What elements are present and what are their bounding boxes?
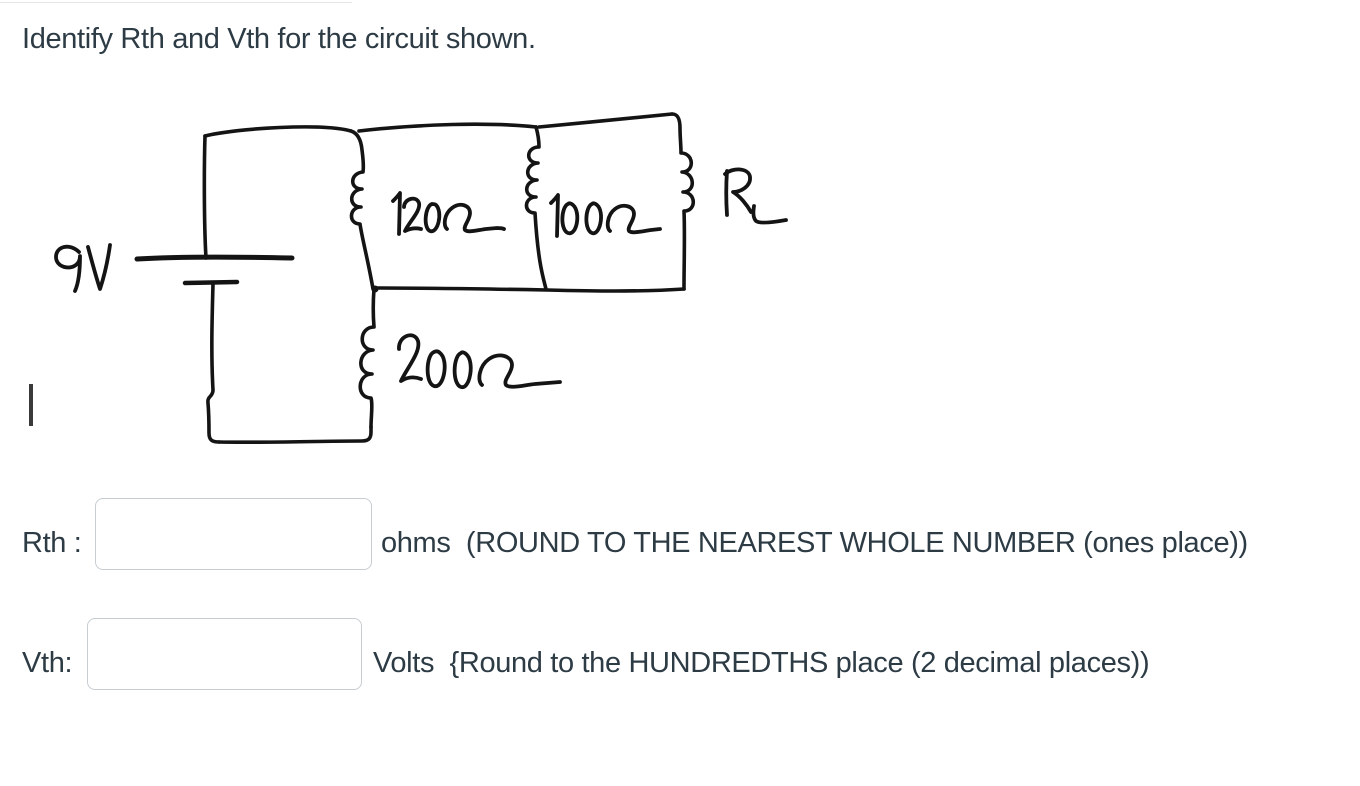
wire-bottom-rail (217, 425, 373, 445)
circuit-diagram (29, 112, 788, 445)
vth-input[interactable] (87, 618, 362, 690)
text-cursor-artifact (29, 384, 33, 426)
wire-top-seg1 (203, 125, 353, 138)
rth-unit-note: ohms (ROUND TO THE NEAREST WHOLE NUMBER … (381, 527, 1248, 559)
resistor-120-symbol (349, 129, 375, 291)
resistor-200-label (397, 333, 562, 389)
vth-label: Vth: (22, 647, 73, 679)
resistor-load-label (723, 167, 788, 225)
rth-input[interactable] (95, 498, 372, 570)
voltage-source-label (54, 243, 112, 293)
resistor-100-symbol (524, 125, 548, 291)
vth-unit-note: Volts {Round to the HUNDREDTHS place (2 … (373, 647, 1150, 679)
resistor-120-label (391, 191, 506, 236)
wire-middle-rail (374, 286, 686, 293)
battery-plate-negative (182, 279, 240, 286)
battery-plate-positive (134, 254, 295, 262)
resistor-200-symbol (358, 287, 376, 429)
battery-symbol (134, 134, 295, 444)
rth-label: Rth : (22, 527, 82, 559)
wire-top-seg2 (357, 122, 538, 133)
wire-battery-negative-down (206, 282, 221, 444)
wire-top-rail (203, 112, 674, 138)
question-title: Identify Rth and Vth for the circuit sho… (22, 23, 536, 55)
resistor-load-symbol (670, 112, 696, 291)
resistor-100-label (549, 193, 662, 238)
wire-battery-positive-up (202, 134, 208, 260)
wire-top-seg3 (537, 112, 674, 129)
top-divider-line (0, 2, 352, 3)
